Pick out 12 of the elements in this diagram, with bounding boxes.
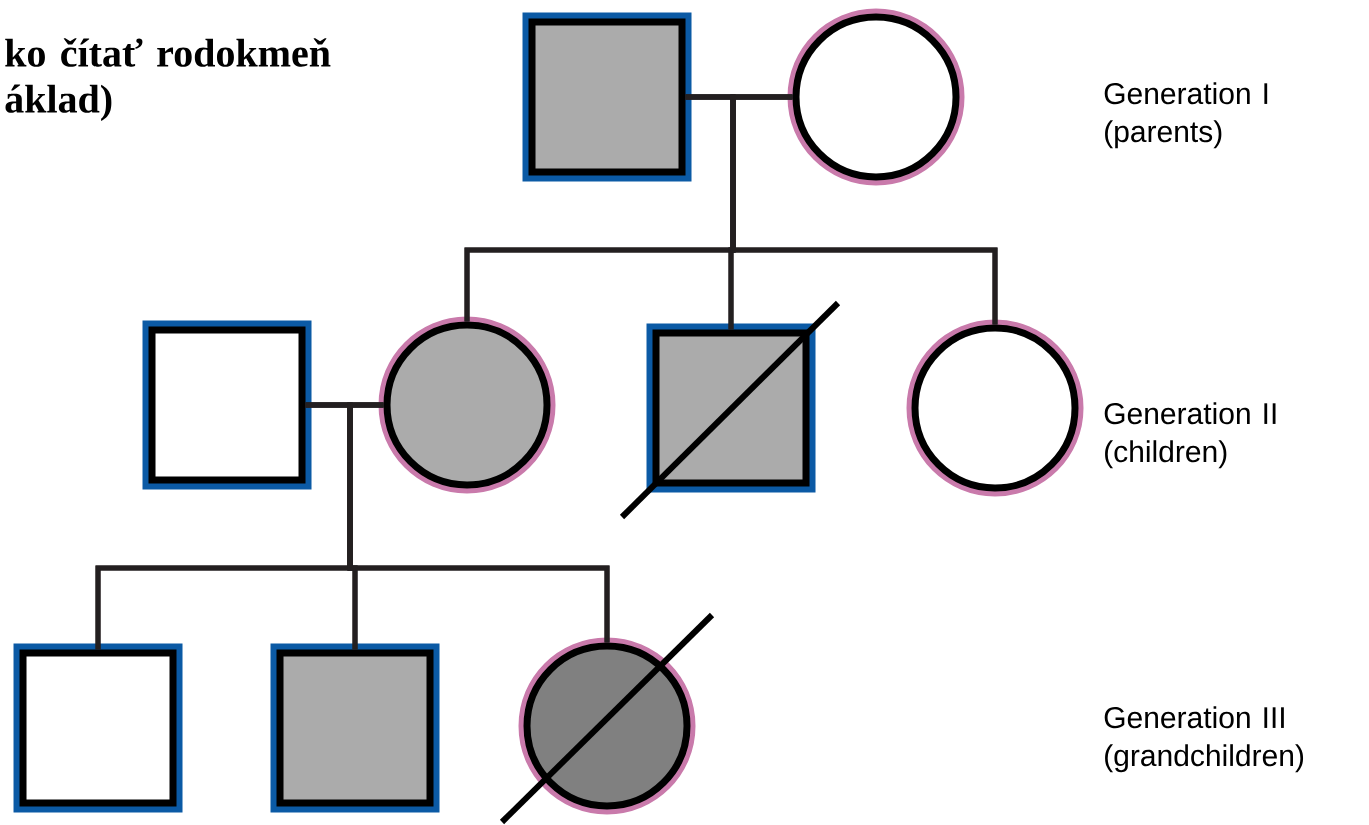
title: ko čítať rodokmeň áklad) bbox=[5, 38, 331, 121]
square-symbol bbox=[142, 320, 312, 490]
square-symbol bbox=[270, 643, 440, 813]
generation-label: Generation I (parents) bbox=[1104, 82, 1268, 149]
square-symbol bbox=[13, 643, 183, 813]
square-symbol bbox=[522, 12, 692, 182]
generation-label: Generation III (grandchildren) bbox=[1104, 706, 1304, 773]
circle-symbol bbox=[378, 316, 556, 494]
circle-symbol bbox=[499, 612, 715, 825]
circle-symbol bbox=[906, 319, 1084, 497]
square-symbol bbox=[619, 300, 841, 520]
circle-symbol bbox=[787, 8, 965, 186]
